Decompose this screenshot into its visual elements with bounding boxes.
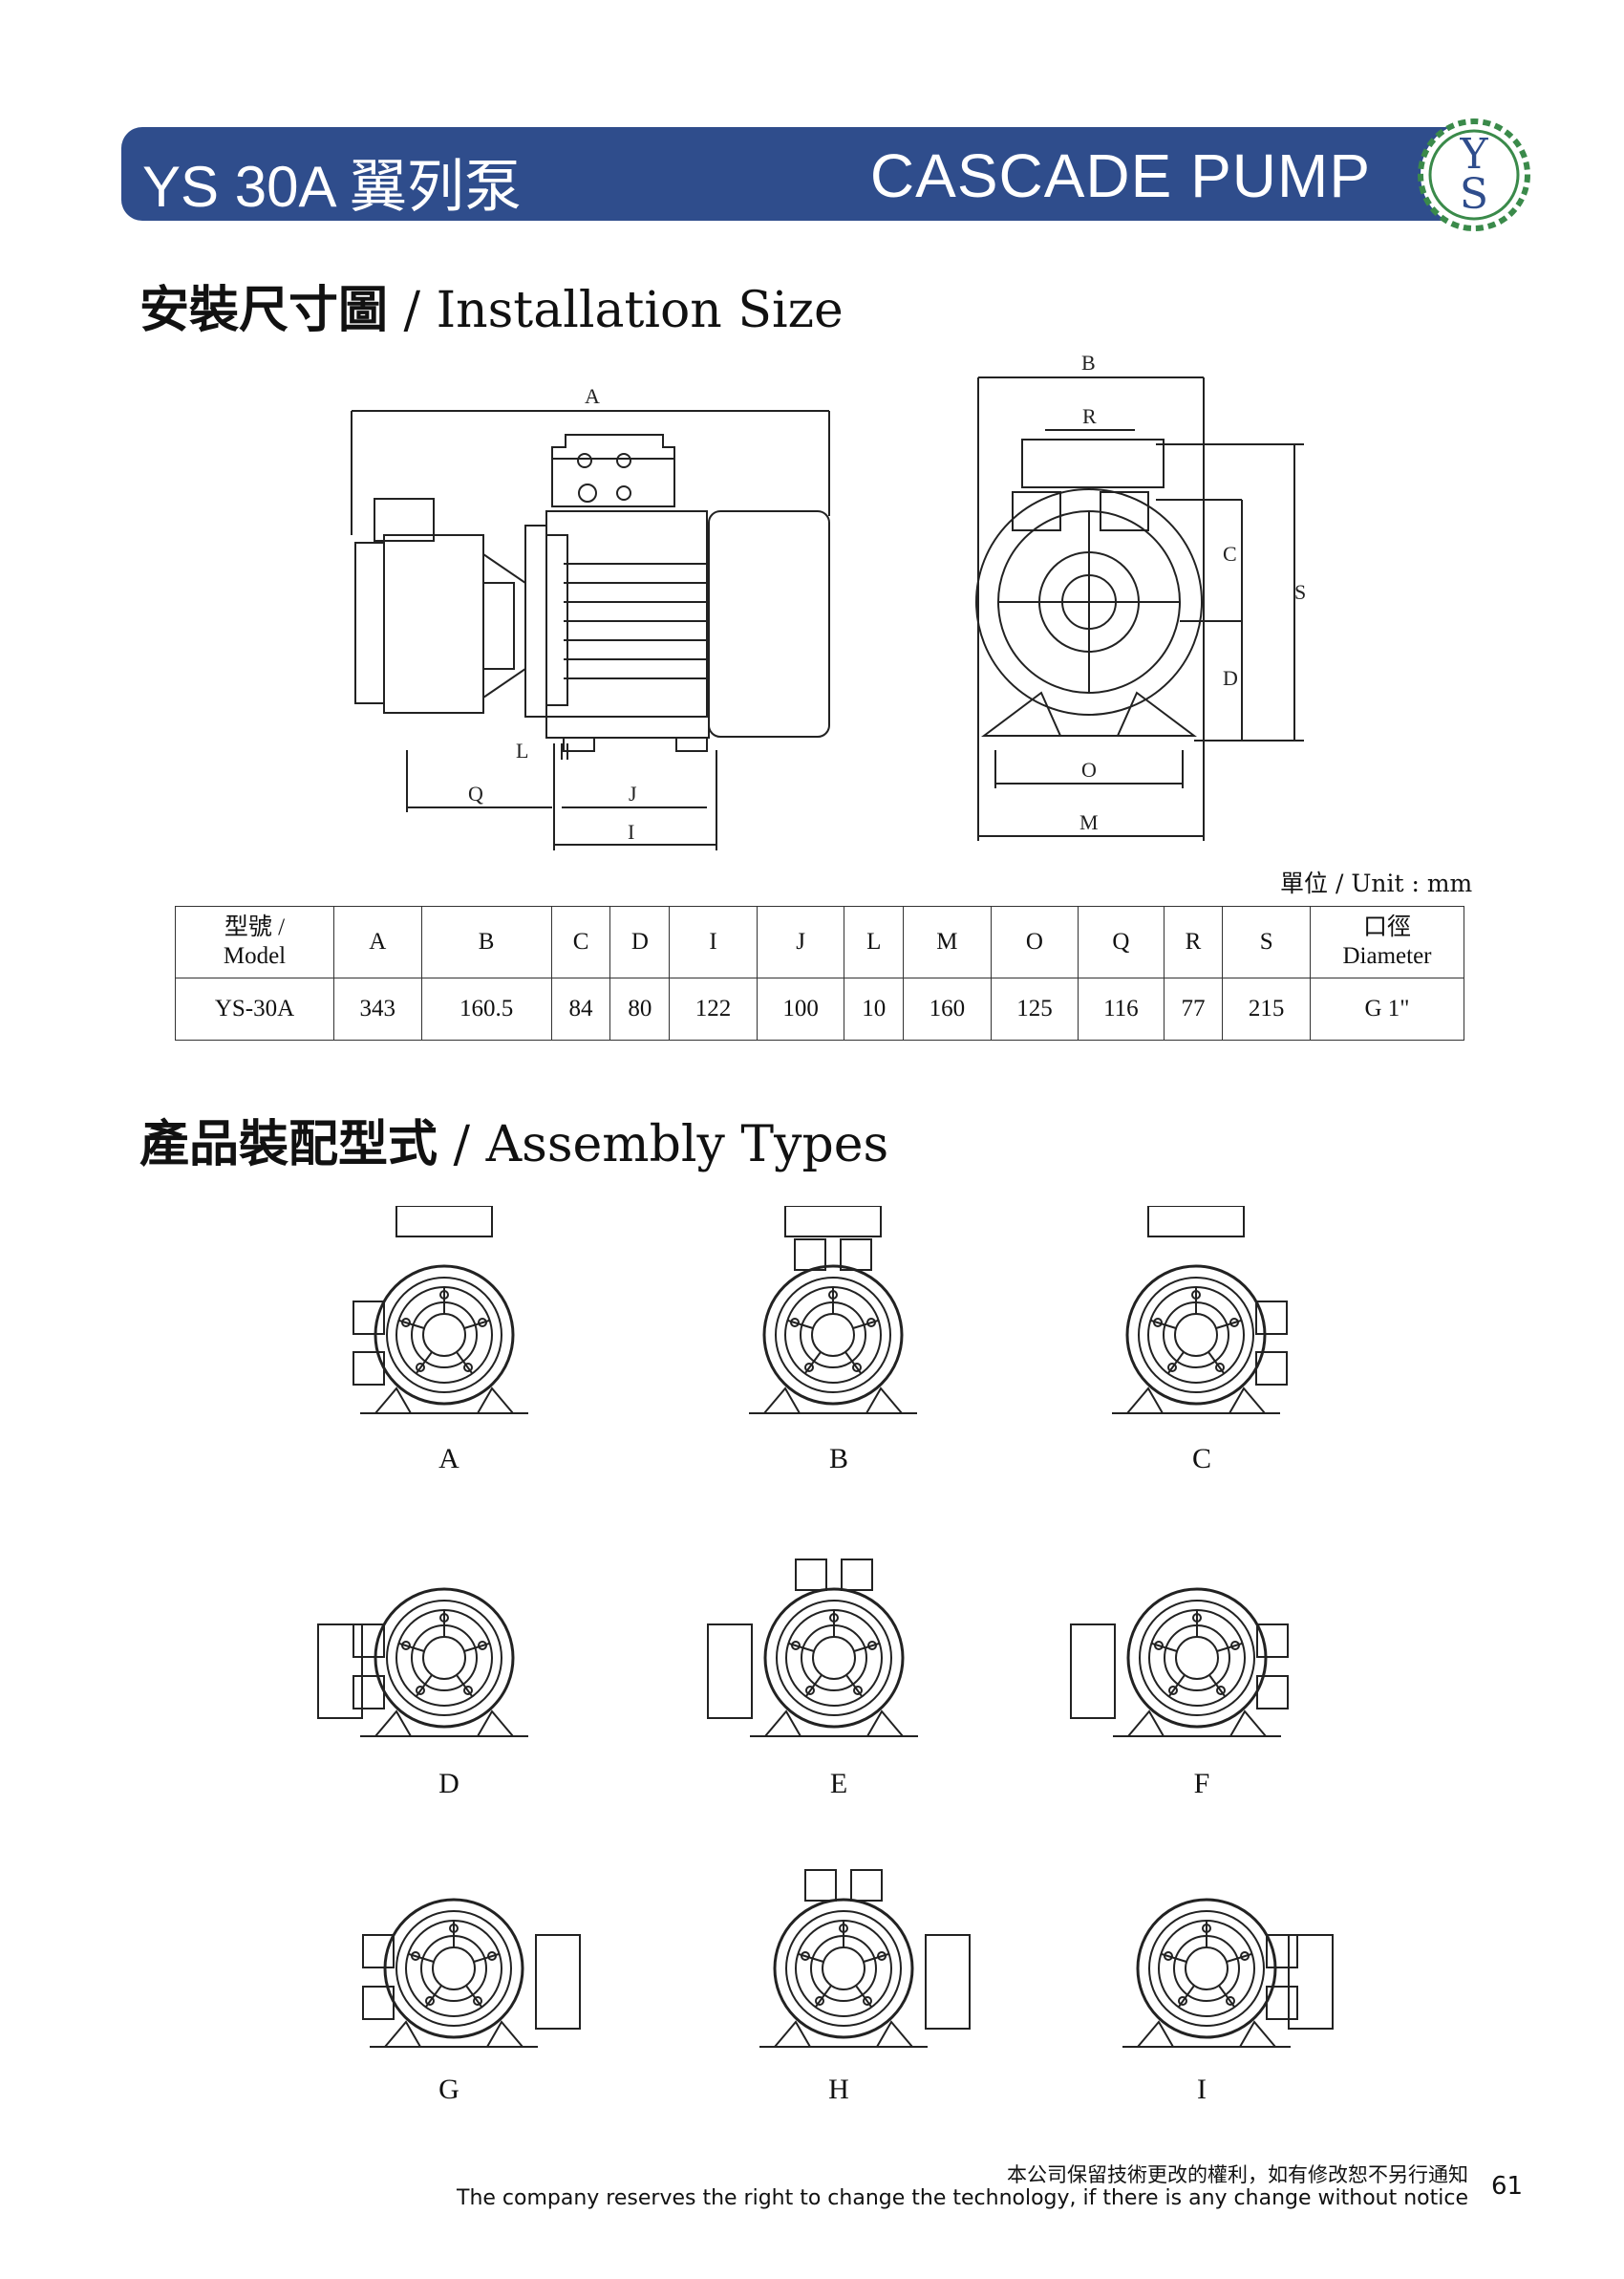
assembly-type-e-drawing <box>707 1559 920 1738</box>
side-view-drawing: A Q L J I <box>351 384 830 850</box>
installation-title: 安裝尺寸圖 / Installation Size <box>139 281 844 339</box>
type-label-c: C <box>1191 1443 1211 1474</box>
table-row: YS-30A 343 160.5 84 80 122 100 10 160 12… <box>175 978 1464 1041</box>
col-header: D <box>609 906 671 978</box>
footer-notice-zh: 本公司保留技術更改的權利，如有修改恕不另行通知 <box>1007 2163 1468 2186</box>
svg-text:O: O <box>1081 758 1097 782</box>
svg-text:R: R <box>1082 404 1097 428</box>
col-header: L <box>844 906 905 978</box>
svg-text:S: S <box>1294 580 1306 604</box>
assembly-type-i-drawing <box>1121 1898 1334 2049</box>
assembly-type-c-drawing <box>1110 1206 1288 1415</box>
col-header: I <box>669 906 758 978</box>
page-number: 61 <box>1491 2172 1524 2201</box>
value-cell: 160.5 <box>420 978 552 1041</box>
type-label-d: D <box>438 1768 459 1799</box>
value-cell: 160 <box>903 978 992 1041</box>
model-header: 型號 /Model <box>175 906 334 978</box>
type-label-h: H <box>828 2074 849 2105</box>
value-cell: 343 <box>333 978 422 1041</box>
model-title: YS 30A 翼列泵 <box>142 155 522 219</box>
footer-notice-en: The company reserves the right to change… <box>457 2186 1468 2210</box>
value-cell: 215 <box>1222 978 1311 1041</box>
value-cell: 125 <box>990 978 1079 1041</box>
front-view-drawing: B R C D S O M <box>975 351 1306 841</box>
value-cell: 100 <box>756 978 845 1041</box>
assembly-type-d-drawing <box>317 1587 530 1738</box>
value-cell: 80 <box>609 978 671 1041</box>
col-header: C <box>550 906 611 978</box>
assembly-type-b-drawing <box>747 1206 919 1415</box>
value-cell: 116 <box>1078 978 1165 1041</box>
col-header: J <box>756 906 845 978</box>
type-label-f: F <box>1193 1768 1210 1799</box>
col-header: O <box>990 906 1079 978</box>
svg-text:J: J <box>629 782 637 806</box>
type-label-g: G <box>438 2074 459 2105</box>
svg-text:D: D <box>1223 666 1238 690</box>
unit-note: 單位 / Unit : mm <box>1280 870 1473 897</box>
model-cell: YS-30A <box>175 978 334 1041</box>
value-cell: 10 <box>844 978 905 1041</box>
assembly-type-a-drawing <box>353 1206 530 1415</box>
type-label-b: B <box>828 1443 848 1474</box>
svg-text:B: B <box>1081 351 1096 375</box>
col-header: A <box>333 906 422 978</box>
svg-text:M: M <box>1079 810 1099 834</box>
logo-letters: Y <box>1459 130 1488 179</box>
company-logo: Y S <box>1418 118 1530 231</box>
svg-text:I: I <box>628 820 634 844</box>
svg-text:S: S <box>1460 170 1488 219</box>
diameter-cell: G 1" <box>1310 978 1464 1041</box>
assembly-type-h-drawing <box>758 1869 971 2049</box>
svg-text:C: C <box>1223 542 1237 566</box>
value-cell: 122 <box>669 978 758 1041</box>
type-label-a: A <box>438 1443 459 1474</box>
col-header: R <box>1163 906 1224 978</box>
col-header: Q <box>1078 906 1165 978</box>
value-cell: 84 <box>550 978 611 1041</box>
col-header: B <box>420 906 552 978</box>
assembly-type-f-drawing <box>1070 1587 1289 1738</box>
assembly-type-g-drawing <box>362 1898 581 2049</box>
svg-text:A: A <box>585 384 600 408</box>
product-title: CASCADE PUMP <box>869 141 1371 210</box>
header-bar: YS 30A 翼列泵 CASCADE PUMP <box>121 127 1449 221</box>
type-label-e: E <box>829 1768 848 1799</box>
col-header: S <box>1222 906 1311 978</box>
svg-text:Q: Q <box>468 782 483 806</box>
assembly-title: 產品裝配型式 / Assembly Types <box>139 1115 889 1173</box>
value-cell: 77 <box>1163 978 1224 1041</box>
type-label-i: I <box>1197 2074 1207 2105</box>
col-header: M <box>903 906 992 978</box>
svg-text:L: L <box>516 739 528 763</box>
